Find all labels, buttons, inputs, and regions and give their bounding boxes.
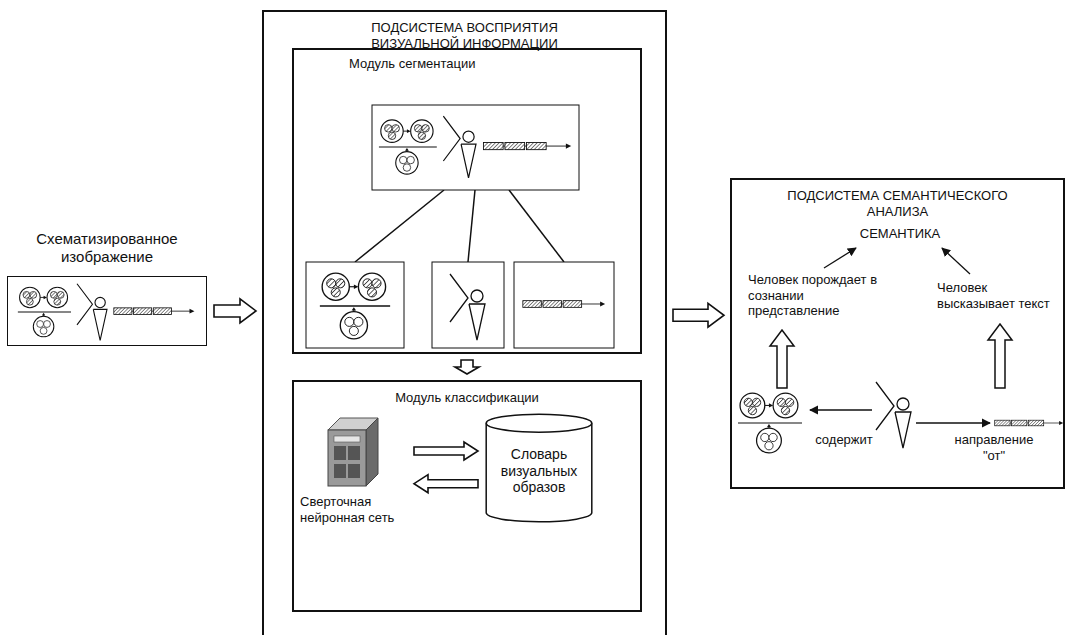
- block-arrow: [414, 475, 478, 493]
- segment-frame: [306, 262, 404, 348]
- segmentation-illustration: [294, 50, 644, 350]
- block-arrow: [214, 299, 256, 323]
- node-title: Словарь визуальных образов: [490, 446, 588, 496]
- node-title: Модуль классификации: [395, 390, 539, 406]
- image-frame: [8, 277, 207, 346]
- object-group-picture: [320, 273, 390, 339]
- node-title: ПОДСИСТЕМА СЕМАНТИЧЕСКОГО АНАЛИЗА: [773, 188, 1023, 219]
- node-title: Модуль сегментации: [349, 56, 630, 72]
- diagram-label: содержит: [804, 432, 884, 448]
- figure-node: Словарь визуальных образов: [484, 412, 594, 524]
- block-arrow: [455, 360, 479, 374]
- container-box: Модуль классификацииСверточная нейронная…: [292, 380, 642, 612]
- block-arrow: [673, 303, 724, 327]
- diagram-label: СЕМАНТИКА: [830, 226, 970, 242]
- scene-picture: [18, 284, 195, 341]
- node-icon: [7, 276, 207, 346]
- container-box: ПОДСИСТЕМА СЕМАНТИЧЕСКОГО АНАЛИЗА СЕМАНТИ…: [730, 178, 1065, 489]
- label-slot: Человек порождает в сознании представлен…: [748, 272, 888, 319]
- split-line: [509, 190, 564, 262]
- human-figure: [876, 382, 911, 448]
- chain-picture: [995, 420, 1064, 426]
- object-group-picture: [738, 393, 802, 453]
- diagram-label: Человек высказывает текст: [937, 280, 1062, 311]
- meaning-arrow: [824, 248, 856, 268]
- chain-picture: [523, 301, 605, 308]
- database-cylinder: [486, 414, 592, 522]
- block-arrow: [770, 330, 794, 388]
- container-box: Модуль сегментации: [292, 48, 642, 354]
- human-figure: [450, 274, 485, 340]
- container-box: ПОДСИСТЕМА ВОСПРИЯТИЯ ВИЗУАЛЬНОЙ ИНФОРМА…: [262, 10, 667, 635]
- label-slot: содержит: [804, 432, 884, 448]
- diagram-label: направление "от": [944, 432, 1044, 463]
- figure-node: Схематизированное изображение: [6, 230, 208, 348]
- meaning-arrow: [942, 248, 970, 274]
- server-icon: [328, 418, 378, 486]
- node-title: Сверточная нейронная сеть: [300, 494, 406, 525]
- scene-picture: [379, 116, 571, 178]
- segment-frame: [514, 262, 614, 348]
- node-icon: [322, 412, 384, 488]
- label-slot: направление "от": [944, 432, 1044, 463]
- contains-arrow: [810, 409, 872, 410]
- diagram-label: Человек порождает в сознании представлен…: [748, 272, 888, 319]
- segment-frame: [432, 262, 504, 348]
- figure-node: Сверточная нейронная сеть: [298, 412, 408, 542]
- node-title: ПОДСИСТЕМА ВОСПРИЯТИЯ ВИЗУАЛЬНОЙ ИНФОРМА…: [357, 20, 572, 51]
- split-line: [468, 190, 475, 262]
- block-arrow: [414, 442, 478, 460]
- node-title: Схематизированное изображение: [8, 230, 206, 266]
- direction-arrow: [916, 422, 990, 423]
- label-slot: Человек высказывает текст: [937, 280, 1062, 311]
- split-line: [355, 190, 444, 262]
- image-frame: [372, 105, 579, 190]
- block-arrow: [988, 324, 1012, 388]
- label-slot: СЕМАНТИКА: [830, 226, 970, 242]
